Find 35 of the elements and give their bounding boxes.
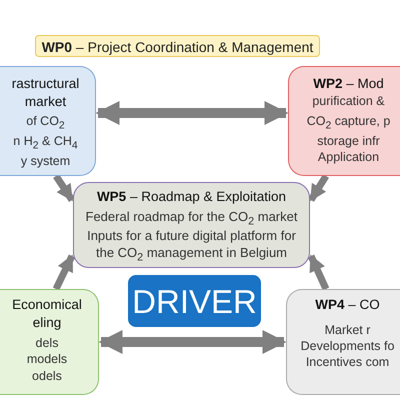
- body-text: Developments fo: [300, 338, 396, 354]
- body-text: CO$_{2}$ capture, p: [306, 112, 392, 133]
- body-text: Inputs for a future digital platform for the CO$_{2}$ management in Belgium: [86, 228, 297, 265]
- body-text: Incentives com: [304, 354, 390, 370]
- arrow: [308, 174, 329, 202]
- title-bar: [35, 35, 320, 57]
- work-package-box: [286, 289, 400, 395]
- work-package-box: [73, 182, 310, 268]
- work-package-box: [0, 289, 99, 395]
- body-text: purification &: [311, 92, 386, 109]
- body-text: of CO$_{2}$: [25, 113, 66, 134]
- body-text: n H$_{2}$ & CH$_{4}$: [12, 133, 79, 154]
- heading: WP5 – Roadmap & Exploitation: [96, 188, 288, 206]
- work-package-box: [0, 66, 96, 176]
- body-text: y system: [20, 153, 72, 170]
- heading: rastructural market: [10, 75, 80, 110]
- body-text: dels: [34, 335, 60, 352]
- project-name: DRIVER: [131, 282, 258, 322]
- body-text: Federal roadmap for the CO$_{2}$ market: [84, 208, 298, 228]
- heading: Economical eling: [11, 296, 83, 332]
- heading: WP0 – Project Coordination & Management: [40, 38, 314, 56]
- work-package-box: [288, 66, 400, 176]
- arrow: [98, 330, 286, 354]
- body-text: storage infr: [316, 132, 381, 150]
- arrow: [52, 254, 76, 291]
- body-text: odels: [31, 368, 63, 384]
- arrow: [96, 101, 288, 125]
- arrow: [53, 174, 75, 202]
- project-name-box: [128, 275, 261, 327]
- body-text: Market r: [324, 322, 372, 338]
- body-text: Application: [316, 149, 380, 166]
- arrow: [308, 254, 330, 290]
- heading: WP4 – CO: [314, 296, 381, 314]
- heading: WP2 – Mod: [312, 75, 385, 93]
- body-text: models: [26, 351, 68, 368]
